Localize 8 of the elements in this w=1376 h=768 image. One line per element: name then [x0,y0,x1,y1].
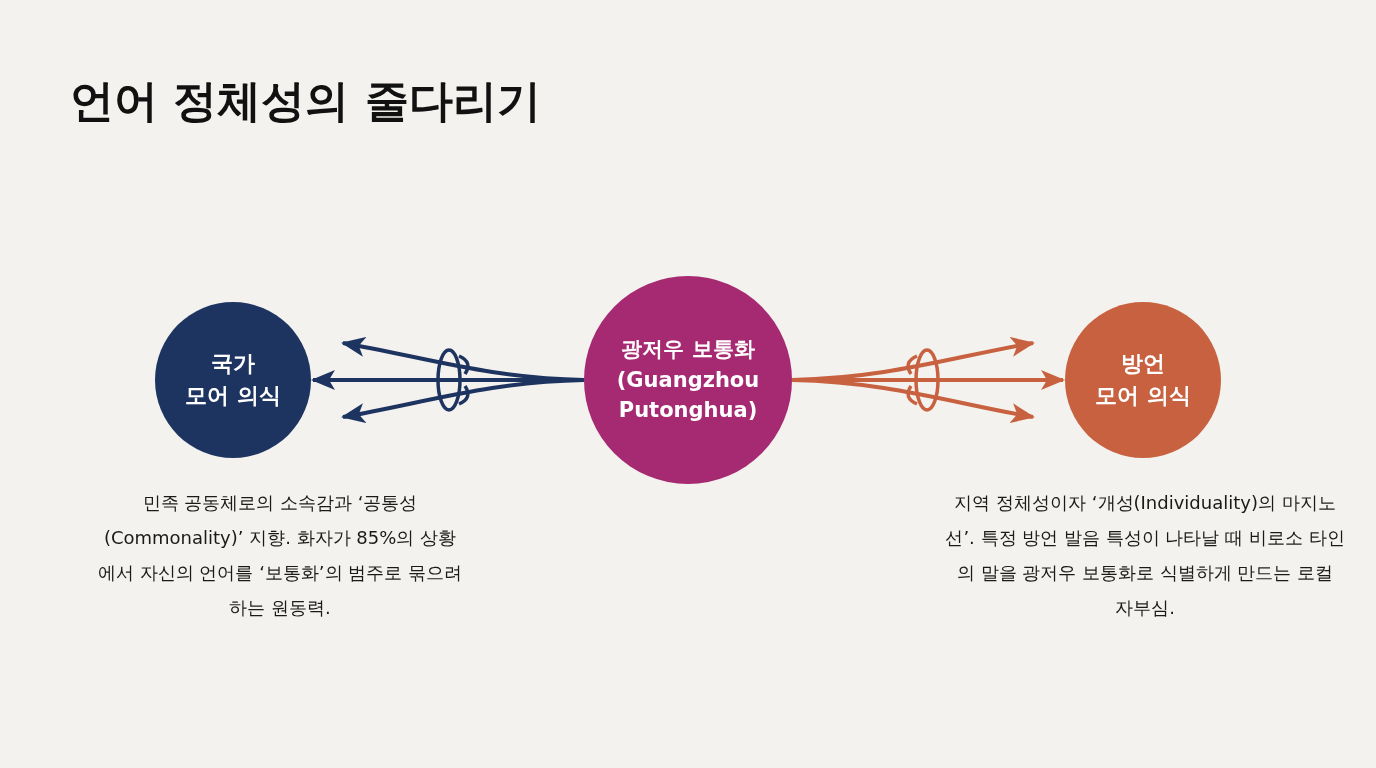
title: 언어 정체성의 줄다리기 [70,74,541,128]
arrow [791,378,1035,423]
arrow [341,378,585,423]
circle-node: 방언 모어 의식 [1065,302,1221,458]
description-text: 지역 정체성이자 ‘개성(Individuality)의 마지노선’. 특정 방언 발음 특성이 나타날 때 비로소 타인의 말을 광저우 보통화로 식별하게 만드는 로컬 자부심. [945,491,1345,620]
circle-node: 광저우 보통화 (Guangzhou Putonghua) [584,276,792,484]
description-text: 민족 공동체로의 소속감과 ‘공통성(Commonality)’ 지향. 화자가 85%의 상황에서 자신의 언어를 ‘보통화’의 범주로 묶으려 하는 원동력. [96,491,464,620]
circle-node: 국가 모어 의식 [155,302,311,458]
